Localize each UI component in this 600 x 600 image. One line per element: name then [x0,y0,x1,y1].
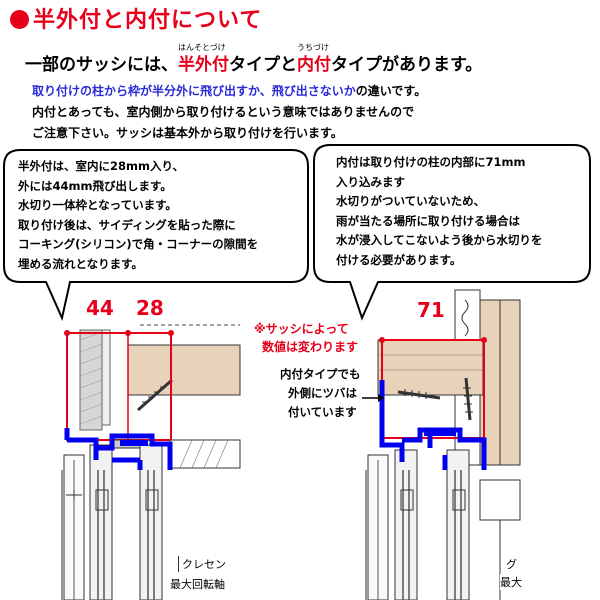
dimension-left-inner: 28 [136,296,164,320]
note-line-2: 内付とあっても、室内側から取り付けるという意味ではありませんので [32,105,415,119]
bubble-left-text: 半外付は、室内に28mm入り、 外には44mm飛び出します。 水切り一体枠となっ… [18,159,259,271]
dimension-left-outer: 44 [86,296,114,320]
half-external-drawing [61,324,241,600]
subtitle: 一部のサッシには、はんそとづけ半外付タイプとうちづけ内付タイプがあります。 [25,43,483,75]
sash-value-note: ※サッシによって 数値は変わります [254,322,359,354]
bullet-dot-icon [10,10,29,29]
internal-drawing [365,289,521,600]
type-half-external: はんそとづけ半外付 [178,43,229,75]
drawing-label-crescent: クレセン [178,556,226,572]
drawing-label-max-rotation: 最大回転軸 [170,576,225,592]
note-line-3: ご注意下さい。サッシは基本外から取り付けを行います。 [32,126,343,140]
note-line-1: 取り付けの柱から枠が半分外に飛び出すか、飛び出さないかの違いです。 [32,84,427,98]
flange-note: 内付タイプでも 外側にツバは 付いています [280,367,361,419]
bubble-right-text: 内付は取り付けの柱の内部に71mm 入り込みます 水切りがついていないため、 雨… [336,155,543,267]
type-internal: うちづけ内付 [297,43,331,75]
dimension-right: 71 [417,298,445,322]
drawing-label-right-1: グ [506,556,517,572]
speech-bubble-left-shape [3,149,309,322]
flange-arrowhead-icon [378,394,384,402]
drawing-label-right-2: 最大 [500,574,522,590]
page-title: 半外付と内付について [10,2,262,34]
speech-bubble-right-shape [313,144,591,321]
